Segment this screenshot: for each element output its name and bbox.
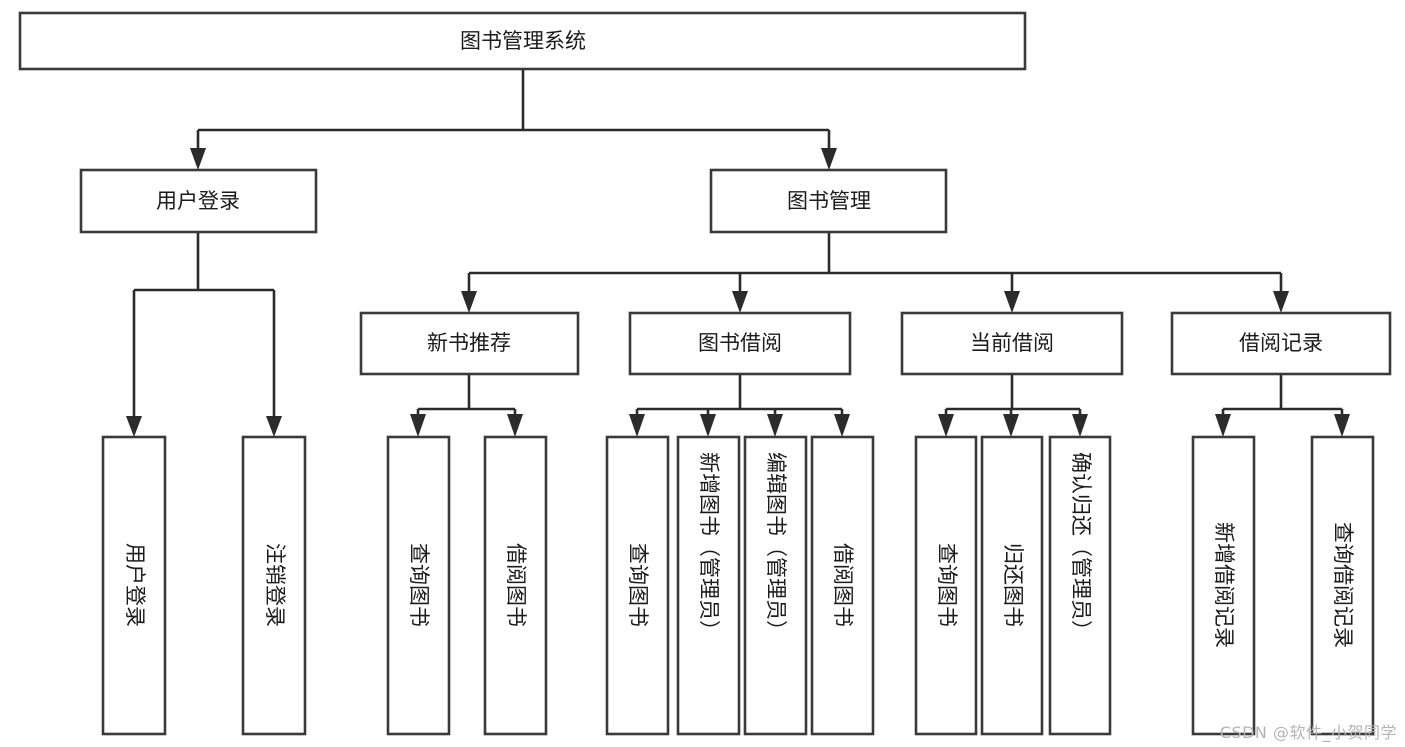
leaf-borrow-record-1-label: 查询借阅记录 <box>1331 522 1355 648</box>
arrow-head-nbr-leaf-1 <box>507 414 523 437</box>
arrow-head-book-manage <box>821 148 837 170</box>
connector-group-root <box>190 69 837 170</box>
connector-group-book-manage <box>461 232 1289 313</box>
leaf-book-borrow-0[interactable]: 查询图书 <box>605 435 670 736</box>
leaf-borrow-record-0[interactable]: 新增借阅记录 <box>1191 435 1256 736</box>
leaf-current-borrow-2-label: 确认归还（管理员） <box>1069 452 1093 641</box>
node-new-book-recommend-box[interactable] <box>359 311 580 376</box>
connector-group-borrow-record <box>1215 374 1350 437</box>
node-book-manage[interactable]: 图书管理 <box>709 168 948 234</box>
leaf-user-login-1[interactable]: 注销登录 <box>241 435 307 736</box>
leaf-borrow-record-0-label: 新增借阅记录 <box>1212 522 1236 648</box>
node-book-manage-box[interactable] <box>709 168 948 234</box>
leaf-new-book-recommend-1[interactable]: 借阅图书 <box>483 435 548 736</box>
leaf-borrow-record-1[interactable]: 查询借阅记录 <box>1310 435 1375 736</box>
arrow-head-nbr-leaf-0 <box>410 414 426 437</box>
node-borrow-record[interactable]: 借阅记录 <box>1170 311 1392 376</box>
leaf-borrow-record-1-box[interactable] <box>1310 435 1375 736</box>
leaf-user-login-0-box[interactable] <box>101 435 167 736</box>
node-root[interactable]: 图书管理系统 <box>18 11 1027 71</box>
arrow-head-user-login-leaf-0 <box>126 416 142 437</box>
leaf-book-borrow-1[interactable]: 新增图书（管理员） <box>676 435 741 736</box>
arrow-head-book-borrow <box>732 291 748 313</box>
arrow-head-user-login <box>190 148 206 170</box>
arrow-head-br-leaf-1 <box>1334 414 1350 437</box>
node-borrow-record-box[interactable] <box>1170 311 1392 376</box>
leaf-book-borrow-2-box[interactable] <box>743 435 808 736</box>
watermark-label: CSDN @软件_小贺同学 <box>1219 723 1397 742</box>
node-book-borrow-label: 图书借阅 <box>698 331 782 355</box>
leaf-user-login-0-label: 用户登录 <box>123 543 147 627</box>
node-book-borrow[interactable]: 图书借阅 <box>628 311 852 376</box>
node-root-box[interactable] <box>18 11 1027 71</box>
node-book-borrow-box[interactable] <box>628 311 852 376</box>
leaf-book-borrow-3-label: 借阅图书 <box>831 543 855 627</box>
leaf-book-borrow-2[interactable]: 编辑图书（管理员） <box>743 435 808 736</box>
connector-group-book-borrow <box>629 374 850 437</box>
arrow-head-user-login-leaf-1 <box>266 416 282 437</box>
arrow-head-bb-leaf-1 <box>700 414 716 437</box>
leaf-current-borrow-0-box[interactable] <box>914 435 978 736</box>
leaf-current-borrow-2-box[interactable] <box>1048 435 1112 736</box>
node-user-login[interactable]: 用户登录 <box>79 168 318 234</box>
leaf-book-borrow-0-box[interactable] <box>605 435 670 736</box>
arrow-head-cb-leaf-1 <box>1003 414 1019 437</box>
node-borrow-record-label: 借阅记录 <box>1239 331 1323 355</box>
arrow-head-bb-leaf-0 <box>629 414 645 437</box>
leaf-borrow-record-0-box[interactable] <box>1191 435 1256 736</box>
node-current-borrow-box[interactable] <box>900 311 1124 376</box>
leaf-book-borrow-3[interactable]: 借阅图书 <box>810 435 875 736</box>
node-current-borrow[interactable]: 当前借阅 <box>900 311 1124 376</box>
leaf-user-login-0[interactable]: 用户登录 <box>101 435 167 736</box>
leaf-current-borrow-1[interactable]: 归还图书 <box>980 435 1044 736</box>
arrow-head-bb-leaf-3 <box>834 414 850 437</box>
leaf-new-book-recommend-0-box[interactable] <box>386 435 451 736</box>
node-book-manage-label: 图书管理 <box>787 189 871 213</box>
leaf-current-borrow-0-label: 查询图书 <box>935 543 959 627</box>
leaf-new-book-recommend-0-label: 查询图书 <box>407 543 431 627</box>
arrow-head-cb-leaf-0 <box>938 414 954 437</box>
node-user-login-box[interactable] <box>79 168 318 234</box>
leaf-current-borrow-0[interactable]: 查询图书 <box>914 435 978 736</box>
leaf-current-borrow-1-box[interactable] <box>980 435 1044 736</box>
leaf-book-borrow-3-box[interactable] <box>810 435 875 736</box>
leaf-new-book-recommend-1-label: 借阅图书 <box>504 543 528 627</box>
arrow-head-new-book-recommend <box>461 291 477 313</box>
node-current-borrow-label: 当前借阅 <box>970 331 1054 355</box>
leaf-book-borrow-1-box[interactable] <box>676 435 741 736</box>
leaf-user-login-1-label: 注销登录 <box>263 543 287 627</box>
leaf-new-book-recommend-0[interactable]: 查询图书 <box>386 435 451 736</box>
leaf-current-borrow-1-label: 归还图书 <box>1001 543 1025 627</box>
node-new-book-recommend[interactable]: 新书推荐 <box>359 311 580 376</box>
node-new-book-recommend-label: 新书推荐 <box>427 331 511 355</box>
leaf-book-borrow-0-label: 查询图书 <box>626 543 650 627</box>
leaf-user-login-1-box[interactable] <box>241 435 307 736</box>
leaf-new-book-recommend-1-box[interactable] <box>483 435 548 736</box>
connector-group-current-borrow <box>938 374 1088 437</box>
leaf-book-borrow-1-label: 新增图书（管理员） <box>697 452 721 641</box>
leaf-book-borrow-2-label: 编辑图书（管理员） <box>764 452 788 641</box>
arrow-head-current-borrow <box>1004 291 1020 313</box>
arrow-head-bb-leaf-2 <box>767 414 783 437</box>
connector-group-new-book-recommend <box>410 374 523 437</box>
leaf-current-borrow-2[interactable]: 确认归还（管理员） <box>1048 435 1112 736</box>
arrow-head-borrow-record <box>1273 291 1289 313</box>
node-user-login-label: 用户登录 <box>156 189 240 213</box>
arrow-head-cb-leaf-2 <box>1072 414 1088 437</box>
node-root-label: 图书管理系统 <box>460 29 586 53</box>
arrow-head-br-leaf-0 <box>1215 414 1231 437</box>
connector-group-user-login <box>126 232 282 437</box>
